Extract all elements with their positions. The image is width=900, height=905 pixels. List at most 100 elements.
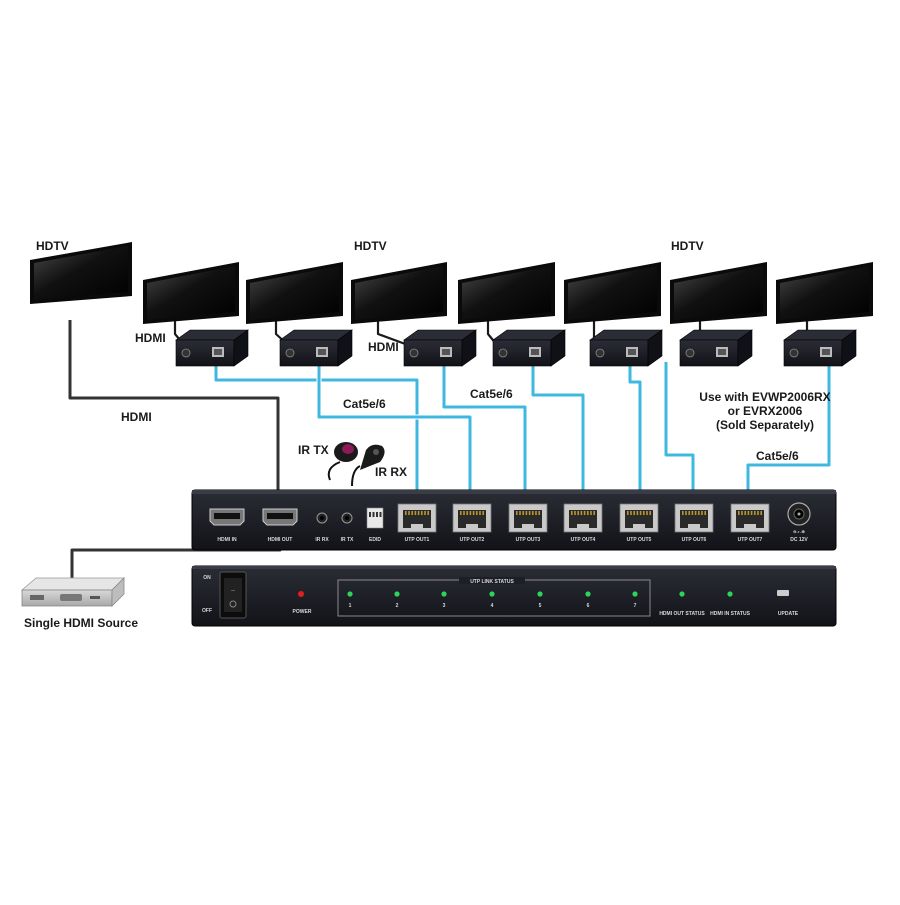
receiver-1 [175,329,249,367]
cat-cable-7 [746,357,831,504]
utp-link-led-2 [394,591,400,597]
utp-out-label-5: UTP OUT5 [627,537,652,543]
edid-label: EDID [369,537,381,543]
hdtv-2 [143,262,239,324]
utp-out-label-3: UTP OUT3 [516,537,541,543]
hdtv-4 [351,262,447,324]
utp-out-label-1: UTP OUT1 [405,537,430,543]
ir-rx-port-label: IR RX [315,537,329,543]
switch-on-label: ON [203,575,211,581]
hdmi-out-status-led [679,591,685,597]
ir-tx-label: IR TX [298,443,329,457]
hdmi-cable-label: HDMI [121,410,152,424]
hdmi-source-device [20,577,125,607]
hdmi-in-status-label: HDMI IN STATUS [710,611,750,617]
compatibility-line-1: Use with EVWP2006RX [699,390,831,404]
source-label: Single HDMI Source [24,616,139,630]
receiver-4 [492,329,566,367]
hdtv-8 [776,262,873,324]
utp-out-port-5[interactable] [619,503,659,533]
power-led [298,591,304,597]
cat-cable-5 [628,357,642,504]
cat-cable-outline-4 [530,357,586,504]
receiver-5 [589,329,663,367]
utp-link-led-7 [632,591,638,597]
utp-link-status-title: UTP LINK STATUS [470,579,514,585]
compatibility-line-2: or EVRX2006 [727,404,803,418]
hdtv-label-3: HDTV [671,239,704,253]
receiver-layer [175,329,857,367]
svg-text:−: − [231,586,236,595]
utp-link-led-label-3: 3 [443,603,446,609]
edid-dip-switch[interactable] [366,507,384,529]
ir-rx-label: IR RX [375,465,408,479]
hdmi-cable-tv1 [68,320,280,512]
hdmi-out-port[interactable] [262,508,298,526]
power-label: POWER [293,609,312,615]
utp-link-led-label-2: 2 [396,603,399,609]
dc-polarity-symbol: ⊖-◐-⊕ [793,529,805,534]
cat-cable-6 [664,362,695,504]
utp-link-led-1 [347,591,353,597]
cat-cable-4 [531,357,585,504]
utp-out-label-6: UTP OUT6 [682,537,707,543]
usb-update-port[interactable] [777,590,789,596]
compatibility-line-3: (Sold Separately) [715,418,815,432]
tv-layer [30,242,873,324]
utp-out-port-2[interactable] [452,503,492,533]
receiver-3 [403,329,477,367]
utp-link-led-label-6: 6 [587,603,590,609]
utp-link-led-5 [537,591,543,597]
utp-link-led-label-4: 4 [491,603,494,609]
utp-out-port-6[interactable] [674,503,714,533]
ir-tx-sensor [327,442,358,481]
ir-tx-jack[interactable] [341,512,353,524]
hdtv-3 [246,262,343,324]
cables-layer [68,320,832,582]
cat-label-3: Cat5e/6 [756,449,799,463]
hdmi-patch-3 [376,320,409,347]
cat-label-1: Cat5e/6 [343,397,386,411]
receiver-6 [679,329,753,367]
switch-off-label: OFF [202,608,212,614]
utp-out-port-3[interactable] [508,503,548,533]
cat-cable-outline-6 [663,362,696,504]
hdtv-6 [564,262,661,324]
hdtv-1 [30,242,132,304]
ir-rx-sensor [351,444,385,487]
ir-rx-jack[interactable] [316,512,328,524]
hdtv-label-2: HDTV [354,239,387,253]
hdtv-label-1: HDTV [36,239,69,253]
dc-power-jack[interactable] [787,502,811,526]
receiver-2 [279,329,353,367]
cat-label-2: Cat5e/6 [470,387,513,401]
utp-out-port-7[interactable] [730,503,770,533]
hdmi-in-label: HDMI IN [217,537,237,543]
utp-link-led-label-5: 5 [539,603,542,609]
utp-link-led-label-1: 1 [349,603,352,609]
utp-out-label-7: UTP OUT7 [738,537,763,543]
hdmi-in-port[interactable] [209,508,245,526]
ir-tx-port-label: IR TX [341,537,354,543]
dc-label: DC 12V [790,537,808,543]
hdtv-7 [670,262,767,324]
utp-out-port-1[interactable] [397,503,437,533]
cat-cable-2 [317,357,472,504]
compatibility-note: Use with EVWP2006RX or EVRX2006 (Sold Se… [690,390,840,432]
receiver-7 [783,329,857,367]
cat-cable-outline-3 [441,357,528,504]
utp-link-led-label-7: 7 [634,603,637,609]
utp-link-led-6 [585,591,591,597]
utp-out-label-4: UTP OUT4 [571,537,596,543]
utp-link-led-3 [441,591,447,597]
utp-out-label-2: UTP OUT2 [460,537,485,543]
cat-cable-3 [442,357,527,504]
hdmi-in-status-led [727,591,733,597]
hdmi-label-left: HDMI [135,331,166,345]
utp-out-port-4[interactable] [563,503,603,533]
utp-link-led-4 [489,591,495,597]
